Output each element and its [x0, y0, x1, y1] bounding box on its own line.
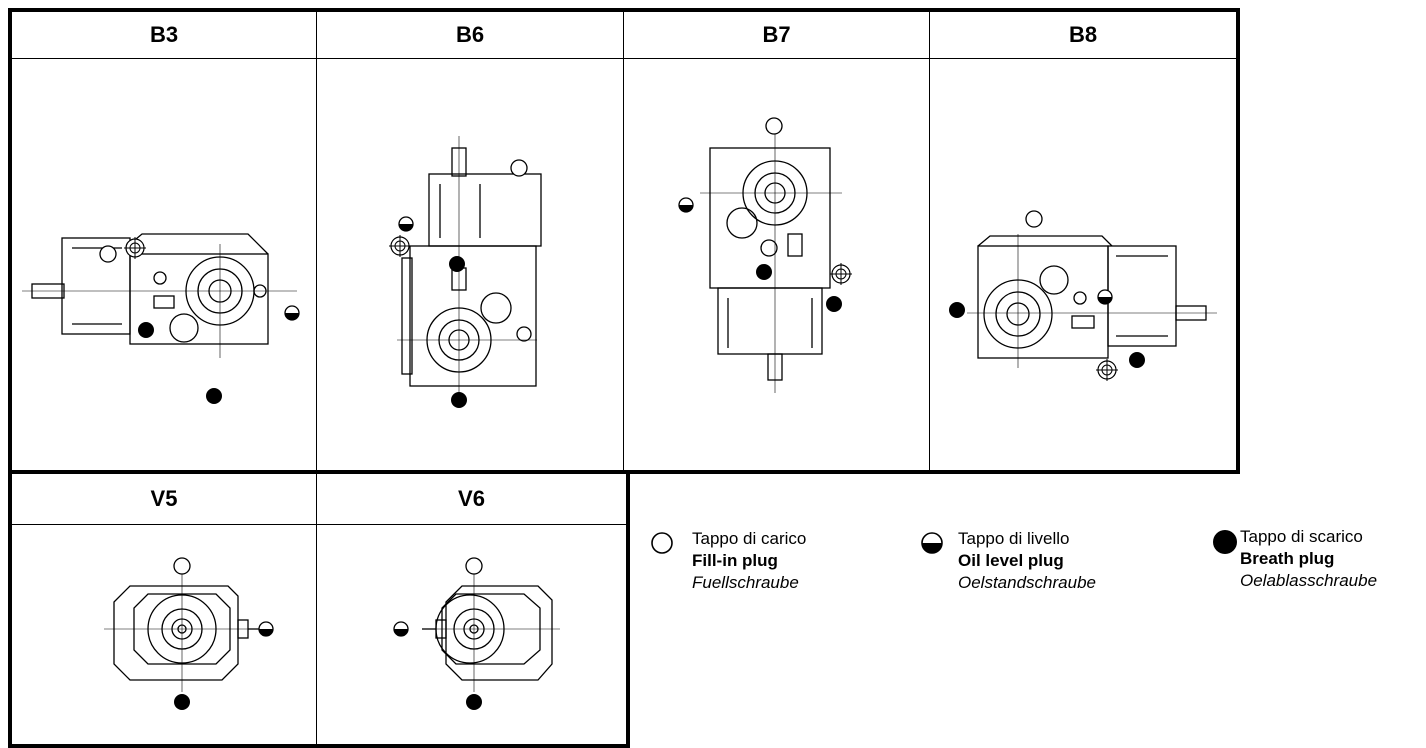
legend-drain-english: Breath plug — [1240, 549, 1335, 568]
fill-plug-icon — [651, 532, 673, 554]
position-label-v5: V5 — [150, 486, 178, 511]
legend-drain-italian: Tappo di scarico — [1240, 527, 1363, 546]
v6-gearbox-drawing — [422, 572, 560, 692]
b3-gearbox-drawing — [22, 233, 297, 358]
table-header-row — [12, 474, 626, 525]
position-b3: B3 — [12, 12, 316, 470]
drain-plug-icon — [1213, 530, 1237, 554]
gearbox-drawings-top — [22, 117, 1217, 408]
legend-fill-italian: Tappo di carico — [692, 529, 807, 548]
legend-level-italian: Tappo di livello — [958, 529, 1070, 548]
gearbox-drawings-bottom — [104, 557, 560, 710]
column-divider — [316, 474, 317, 744]
position-label-b6: B6 — [455, 22, 485, 47]
column-divider — [316, 12, 317, 470]
mounting-positions-bottom-table: V5 V6 — [8, 470, 630, 748]
legend-fill-plug: Tappo di carico Fill-in plug Fuellschrau… — [650, 528, 890, 608]
legend-fill-english: Fill-in plug — [692, 551, 778, 570]
position-v5: V5 — [12, 474, 316, 744]
position-label-v6: V6 — [458, 486, 485, 511]
legend-level-english: Oil level plug — [958, 551, 1064, 570]
b7-gearbox-drawing — [700, 128, 842, 393]
b8-gearbox-drawing — [967, 234, 1217, 368]
mounting-positions-top-table: B3 B6 B7 B8 — [8, 8, 1240, 474]
level-plug-icon — [921, 532, 943, 554]
legend-drain-german: Oelablasschraube — [1240, 571, 1378, 590]
position-b8: B8 — [930, 12, 1236, 470]
legend-level-german: Oelstandschraube — [958, 573, 1096, 592]
legend-drain-plug: Tappo di scarico Breath plug Oelablassch… — [1212, 526, 1426, 606]
legend-level-plug: Tappo di livello Oil level plug Oelstand… — [920, 528, 1190, 608]
v5-gearbox-drawing — [104, 572, 262, 692]
position-b7: B7 — [624, 12, 929, 470]
column-divider — [623, 12, 624, 470]
position-b6: B6 — [317, 12, 623, 470]
position-label-b8: B8 — [1068, 22, 1098, 47]
position-label-b7: B7 — [762, 22, 791, 47]
legend-fill-german: Fuellschraube — [692, 573, 799, 592]
b6-gearbox-drawing — [397, 136, 542, 408]
table-header-row — [12, 12, 1236, 59]
position-label-b3: B3 — [149, 22, 179, 47]
position-v6: V6 — [317, 474, 626, 744]
column-divider — [929, 12, 930, 470]
